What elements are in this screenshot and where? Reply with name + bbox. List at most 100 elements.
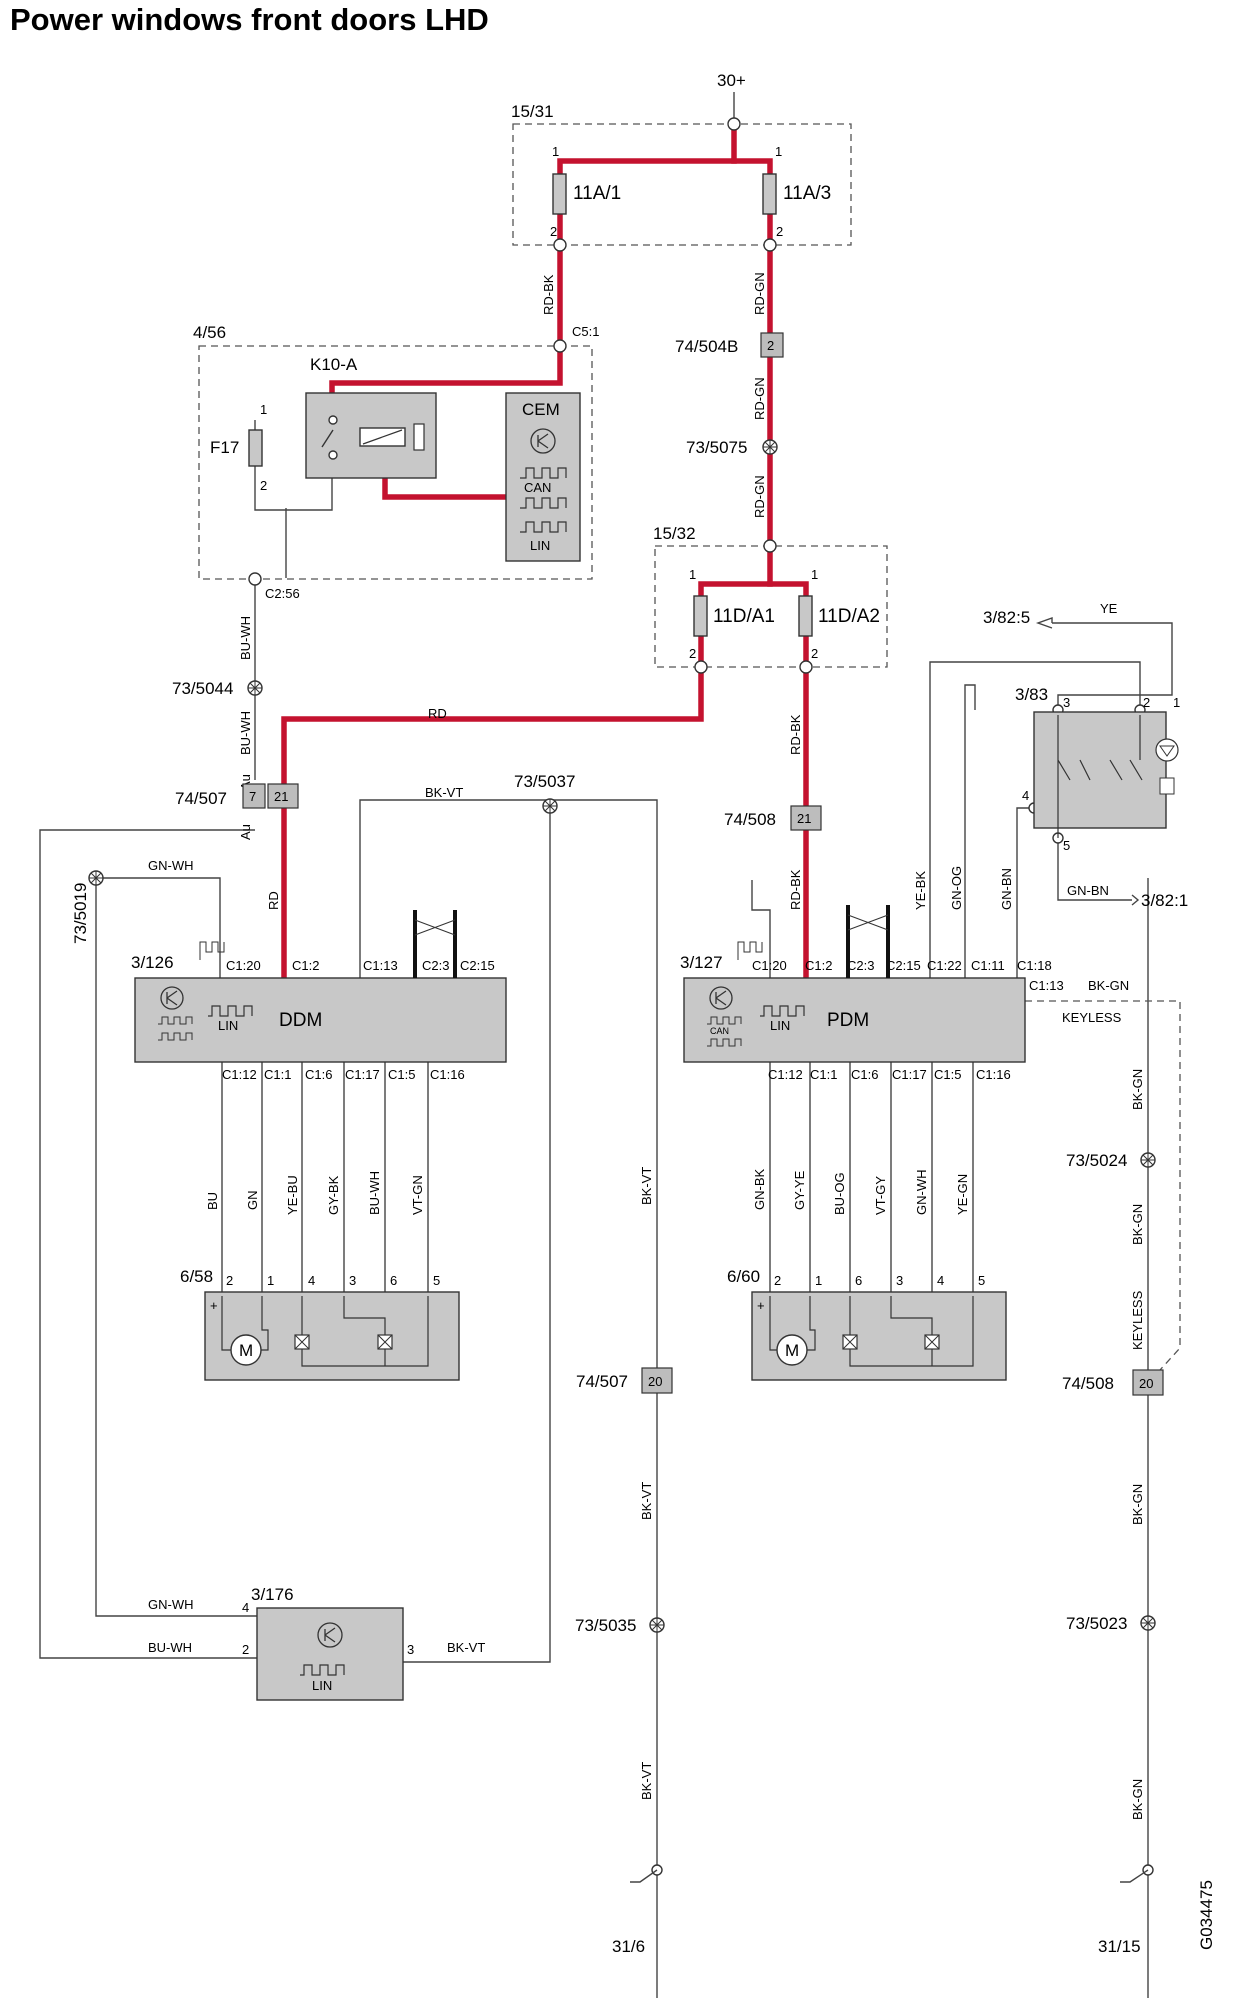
svg-text:6: 6 bbox=[855, 1273, 862, 1288]
svg-text:+: + bbox=[757, 1298, 765, 1313]
svg-text:C1:20: C1:20 bbox=[226, 958, 261, 973]
svg-text:C1:12: C1:12 bbox=[768, 1067, 803, 1082]
signal-wires bbox=[39, 92, 1181, 1998]
fuse-f17: F17 1 2 bbox=[210, 402, 267, 493]
svg-text:1: 1 bbox=[775, 144, 782, 159]
svg-text:C1:2: C1:2 bbox=[805, 958, 832, 973]
pdm-module: 3/127 CAN LIN PDM C1:20 C1:2 C2:3 C2:15 … bbox=[680, 905, 1064, 1082]
svg-text:2: 2 bbox=[260, 478, 267, 493]
svg-text:BK-VT: BK-VT bbox=[447, 1640, 485, 1655]
window-motor-6-60: 6/60 2 1 6 3 4 5 + M bbox=[727, 1267, 1007, 1381]
svg-text:LIN: LIN bbox=[530, 538, 550, 553]
svg-text:3/82:5: 3/82:5 bbox=[983, 608, 1030, 627]
svg-text:GN-BN: GN-BN bbox=[999, 868, 1014, 910]
svg-text:C1:5: C1:5 bbox=[934, 1067, 961, 1082]
svg-text:RD: RD bbox=[266, 891, 281, 910]
svg-text:3: 3 bbox=[349, 1273, 356, 1288]
svg-text:BK-GN: BK-GN bbox=[1130, 1069, 1145, 1110]
svg-text:6/58: 6/58 bbox=[180, 1267, 213, 1286]
svg-text:20: 20 bbox=[648, 1374, 662, 1389]
svg-text:1: 1 bbox=[267, 1273, 274, 1288]
svg-text:2: 2 bbox=[242, 1642, 249, 1657]
svg-text:Au: Au bbox=[238, 824, 253, 840]
svg-text:1: 1 bbox=[811, 567, 818, 582]
svg-text:C1:17: C1:17 bbox=[345, 1067, 380, 1082]
svg-text:C2:3: C2:3 bbox=[847, 958, 874, 973]
connector-c2-56: C2:56 bbox=[265, 586, 300, 601]
svg-text:BU-WH: BU-WH bbox=[148, 1640, 192, 1655]
svg-text:1: 1 bbox=[815, 1273, 822, 1288]
svg-text:YE-GN: YE-GN bbox=[955, 1174, 970, 1215]
svg-text:BK-GN: BK-GN bbox=[1130, 1484, 1145, 1525]
connector-74-507-pin20: 20 74/507 bbox=[576, 1367, 673, 1394]
splice-73-5019: 73/5019 bbox=[71, 870, 104, 944]
svg-text:LIN: LIN bbox=[770, 1018, 790, 1033]
svg-text:BU-WH: BU-WH bbox=[367, 1171, 382, 1215]
svg-text:1: 1 bbox=[260, 402, 267, 417]
svg-text:C1:17: C1:17 bbox=[892, 1067, 927, 1082]
splice-73-5075: 73/5075 bbox=[686, 438, 778, 457]
ddm-module: 3/126 LIN DDM C1:20 C1:2 C1:13 C2:3 C2:1… bbox=[131, 910, 507, 1082]
svg-text:KEYLESS: KEYLESS bbox=[1062, 1010, 1122, 1025]
svg-text:RD-GN: RD-GN bbox=[752, 377, 767, 420]
cem-box-4-56-label: 4/56 bbox=[193, 323, 226, 342]
svg-text:4: 4 bbox=[1022, 788, 1029, 803]
svg-text:CEM: CEM bbox=[522, 400, 560, 419]
svg-text:2: 2 bbox=[550, 224, 557, 239]
cem-module: CEM CAN LIN bbox=[505, 392, 581, 562]
fuse-11d-a1: 11D/A1 1 2 bbox=[689, 567, 775, 661]
reference-3-82-1: 3/82:1 bbox=[1131, 891, 1188, 910]
svg-text:2: 2 bbox=[776, 224, 783, 239]
svg-text:C1:6: C1:6 bbox=[851, 1067, 878, 1082]
svg-text:RD-BK: RD-BK bbox=[788, 869, 803, 910]
relay-k10a-label: K10-A bbox=[310, 355, 358, 374]
fuse-box-15-31 bbox=[512, 123, 852, 246]
svg-text:GY-YE: GY-YE bbox=[792, 1170, 807, 1210]
svg-text:73/5037: 73/5037 bbox=[514, 772, 575, 791]
svg-text:C1:12: C1:12 bbox=[222, 1067, 257, 1082]
svg-text:YE: YE bbox=[1100, 601, 1118, 616]
svg-text:3/83: 3/83 bbox=[1015, 685, 1048, 704]
svg-text:C1:16: C1:16 bbox=[976, 1067, 1011, 1082]
svg-text:3: 3 bbox=[407, 1642, 414, 1657]
svg-text:BK-VT: BK-VT bbox=[639, 1482, 654, 1520]
svg-text:M: M bbox=[785, 1341, 799, 1360]
svg-text:3: 3 bbox=[896, 1273, 903, 1288]
splice-73-5035: 73/5035 bbox=[575, 1616, 665, 1635]
svg-text:2: 2 bbox=[689, 646, 696, 661]
svg-text:74/508: 74/508 bbox=[1062, 1374, 1114, 1393]
svg-text:3/127: 3/127 bbox=[680, 953, 723, 972]
svg-text:2: 2 bbox=[1143, 695, 1150, 710]
svg-text:2: 2 bbox=[226, 1273, 233, 1288]
svg-text:3/82:1: 3/82:1 bbox=[1141, 891, 1188, 910]
svg-text:C1:13: C1:13 bbox=[363, 958, 398, 973]
supply-label: 30+ bbox=[717, 71, 746, 90]
ground-31-15: 31/15 bbox=[1098, 1869, 1149, 1956]
svg-text:73/5044: 73/5044 bbox=[172, 679, 233, 698]
connector-c5-1: C5:1 bbox=[572, 324, 599, 339]
svg-text:BU-WH: BU-WH bbox=[238, 616, 253, 660]
svg-text:31/6: 31/6 bbox=[612, 1937, 645, 1956]
svg-text:GN-WH: GN-WH bbox=[148, 858, 194, 873]
svg-text:BU-OG: BU-OG bbox=[832, 1172, 847, 1215]
svg-text:73/5019: 73/5019 bbox=[71, 883, 90, 944]
svg-text:C1:1: C1:1 bbox=[264, 1067, 291, 1082]
svg-text:GN-WH: GN-WH bbox=[148, 1597, 194, 1612]
svg-text:BK-VT: BK-VT bbox=[425, 785, 463, 800]
svg-text:PDM: PDM bbox=[827, 1010, 869, 1031]
svg-text:C1:13: C1:13 bbox=[1029, 978, 1064, 993]
connector-74-504b: 2 74/504B bbox=[675, 332, 784, 358]
ground-31-6: 31/6 bbox=[612, 1869, 658, 1956]
splice-73-5037: 73/5037 bbox=[514, 772, 575, 814]
svg-text:RD-BK: RD-BK bbox=[788, 714, 803, 755]
fuse-box-15-32-label: 15/32 bbox=[653, 524, 696, 543]
svg-text:BK-GN: BK-GN bbox=[1130, 1779, 1145, 1820]
svg-text:GN-WH: GN-WH bbox=[914, 1170, 929, 1216]
svg-text:YE-BU: YE-BU bbox=[285, 1175, 300, 1215]
svg-text:RD-GN: RD-GN bbox=[752, 272, 767, 315]
splice-73-5023: 73/5023 bbox=[1066, 1614, 1156, 1633]
svg-text:21: 21 bbox=[797, 811, 811, 826]
svg-text:3/176: 3/176 bbox=[251, 1585, 294, 1604]
svg-text:RD: RD bbox=[428, 706, 447, 721]
